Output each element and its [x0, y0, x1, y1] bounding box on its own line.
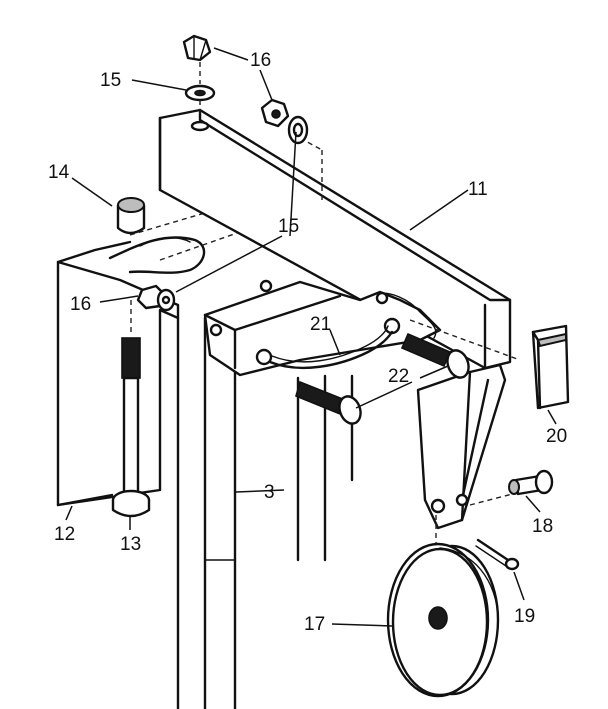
nut-16-right [260, 98, 290, 128]
callout-3: 3 [264, 482, 275, 503]
callout-16-lower: 16 [70, 294, 91, 315]
cable [255, 317, 401, 370]
cotter-pin-19 [475, 538, 520, 571]
nut-16-lower [136, 284, 176, 312]
callout-20: 20 [546, 426, 567, 447]
clevis-pin-18 [508, 469, 554, 496]
nut-16-top [182, 34, 212, 62]
carriage-bolt-13 [111, 300, 151, 518]
callout-18: 18 [532, 516, 553, 537]
bolt-22-right [400, 332, 470, 379]
callout-16-top: 16 [250, 50, 271, 71]
callout-15-lower: 15 [278, 216, 299, 237]
callout-22: 22 [388, 366, 409, 387]
callout-12: 12 [54, 524, 75, 545]
pulley-bracket [409, 319, 521, 560]
upright-post [176, 316, 354, 709]
washer-15-top [184, 62, 216, 118]
callout-19: 19 [514, 606, 535, 627]
arm-tube [158, 108, 512, 370]
callout-14: 14 [48, 162, 70, 183]
callout-15-top: 15 [100, 70, 121, 91]
pulley-17 [386, 542, 500, 698]
bolt-22-left [295, 380, 362, 425]
callout-13: 13 [120, 534, 141, 555]
callout-17: 17 [304, 614, 325, 635]
leader-lines [65, 47, 557, 627]
mounting-plate [56, 209, 241, 507]
spacer-14 [116, 197, 146, 235]
pad-20 [531, 324, 570, 410]
callout-labels: 16 15 11 14 15 16 21 22 3 20 18 12 13 19… [48, 50, 567, 635]
callout-21: 21 [310, 314, 331, 335]
callout-11: 11 [468, 179, 488, 200]
washer-15-right [287, 115, 309, 145]
